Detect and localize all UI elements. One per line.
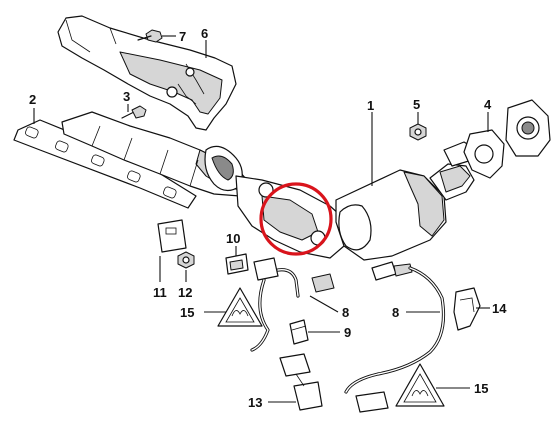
clip-part-13[interactable] [279, 353, 323, 411]
clamp-part-14[interactable] [453, 287, 481, 331]
oxygen-sensor-front[interactable] [250, 257, 335, 352]
bolt-part-7[interactable] [137, 29, 163, 43]
catalytic-converter-part-1[interactable] [235, 141, 475, 261]
warning-label-part-15-right[interactable] [395, 363, 445, 407]
heat-shield-part-6[interactable] [57, 15, 237, 131]
callout-13: 13 [248, 395, 262, 410]
bracket-part-11[interactable] [157, 219, 187, 253]
callout-11: 11 [153, 285, 167, 300]
callout-7: 7 [179, 29, 186, 44]
callout-8-rear: 8 [392, 305, 399, 320]
callout-8-front: 8 [342, 305, 349, 320]
callout-14: 14 [492, 301, 507, 316]
sensor-holder-part-9[interactable] [289, 319, 309, 345]
callout-5: 5 [413, 97, 420, 112]
flange-gasket-part-4[interactable] [463, 129, 505, 179]
callout-4: 4 [484, 97, 492, 112]
callout-12: 12 [178, 285, 192, 300]
oxygen-sensor-rear[interactable] [344, 261, 446, 413]
callout-2: 2 [29, 92, 36, 107]
clip-part-10[interactable] [225, 253, 249, 275]
bolt-part-12[interactable] [177, 251, 195, 269]
callout-15-left: 15 [180, 305, 194, 320]
nut-part-5[interactable] [409, 123, 427, 141]
rear-pipe-flange[interactable] [505, 99, 551, 157]
callout-15-right: 15 [474, 381, 488, 396]
highlight-circle [259, 182, 333, 256]
callout-6: 6 [201, 26, 208, 41]
bolt-part-3[interactable] [121, 105, 147, 119]
callout-10: 10 [226, 231, 240, 246]
leader-line-8-front [309, 295, 339, 313]
callout-9: 9 [344, 325, 351, 340]
callout-3: 3 [123, 89, 130, 104]
callout-1: 1 [367, 98, 374, 113]
warning-label-part-15-left[interactable] [217, 287, 263, 327]
